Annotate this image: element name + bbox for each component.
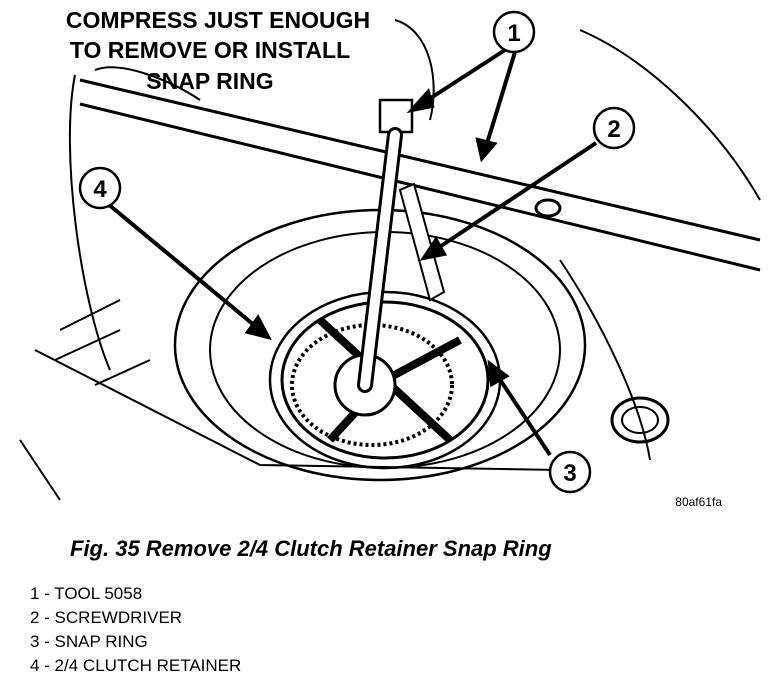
arrowhead-1b — [475, 137, 498, 163]
legend-item: 3 - SNAP RING — [30, 632, 148, 651]
callout-3: 3 — [563, 460, 576, 487]
tool-shaft-core — [360, 130, 400, 390]
fitting — [610, 396, 670, 444]
arrowhead-2 — [419, 236, 448, 261]
snap-ring — [280, 300, 490, 460]
leader-1a — [418, 48, 507, 107]
arrowhead-4 — [244, 314, 272, 341]
legend-item: 1 - TOOL 5058 — [30, 584, 143, 603]
case-bottom-ribs — [54, 299, 151, 386]
callout-4: 4 — [93, 176, 107, 203]
case-right-wall — [559, 29, 761, 461]
legend-item: 2 - SCREWDRIVER — [30, 608, 183, 627]
callout-circle-1 — [492, 10, 536, 54]
transmission-illustration: COMPRESS JUST ENOUGH TO REMOVE OR INSTAL… — [19, 7, 761, 509]
arrowhead-1a — [406, 87, 435, 114]
callout-circle-4 — [78, 166, 122, 210]
arrowhead-3 — [487, 359, 510, 388]
case-left-wall — [68, 74, 111, 371]
leader-4 — [106, 202, 262, 332]
screwdriver — [398, 182, 446, 302]
leader-1b — [483, 51, 517, 151]
instruction-line-1: COMPRESS JUST ENOUGH — [66, 7, 370, 33]
leader-2 — [430, 141, 598, 254]
leader-3 — [493, 370, 552, 457]
callout-2: 2 — [607, 116, 620, 143]
retainer-spokes — [317, 317, 462, 443]
tool-bar — [79, 78, 761, 272]
callout-circle-2 — [592, 106, 636, 150]
figure-code: 80af61fa — [675, 495, 722, 509]
fitting-inner — [621, 406, 659, 434]
hole — [534, 198, 562, 218]
case-outline — [19, 19, 561, 501]
callout-1: 1 — [507, 20, 520, 47]
instruction-line-3: SNAP RING — [146, 68, 273, 94]
figure-caption: Fig. 35 Remove 2/4 Clutch Retainer Snap … — [70, 536, 552, 561]
instruction-line-2: TO REMOVE OR INSTALL — [70, 37, 350, 63]
callout-circle-3 — [548, 450, 592, 494]
legend-item: 4 - 2/4 CLUTCH RETAINER — [30, 656, 242, 675]
legend-list: 1 - TOOL 5058 2 - SCREWDRIVER 3 - SNAP R… — [30, 582, 241, 678]
